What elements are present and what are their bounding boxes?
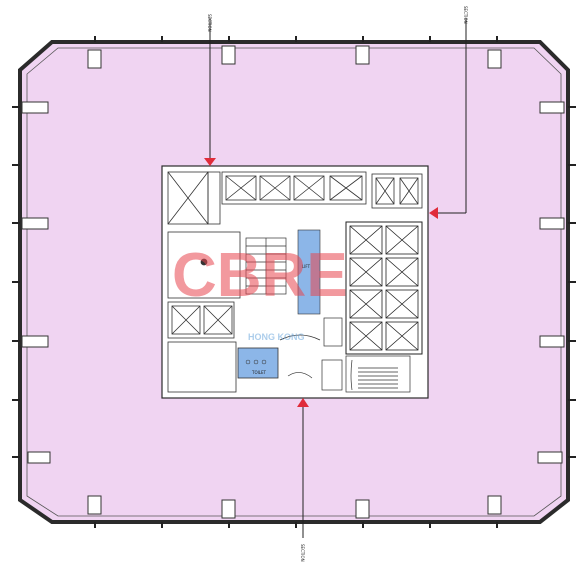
stair-east — [345, 355, 411, 393]
column — [537, 451, 563, 464]
column — [355, 45, 370, 65]
office-inner-outline — [26, 47, 562, 517]
section-arrow-south — [297, 398, 309, 407]
column — [21, 335, 49, 348]
column — [27, 451, 51, 464]
section-label-east: SECTION — [463, 6, 468, 24]
section-marker-east: SECTION — [429, 6, 468, 219]
watermark-subtext: HONG KONG — [248, 332, 305, 342]
section-marker-north: SECTION — [204, 14, 216, 166]
column — [355, 499, 370, 519]
section-label-north: SECTION — [207, 14, 212, 32]
lift-lobby — [279, 317, 343, 391]
perimeter-columns — [21, 45, 565, 519]
toilet-label: TOILET — [251, 370, 267, 375]
column — [21, 217, 49, 230]
column — [21, 101, 49, 114]
section-arrow-north — [204, 158, 216, 166]
section-label-south: SECTION — [300, 544, 305, 562]
building-core — [161, 165, 429, 399]
section-marker-south: SECTION — [297, 398, 309, 562]
watermark-text: CBRE — [172, 241, 348, 310]
column — [221, 499, 236, 519]
column — [87, 495, 102, 515]
stair-west — [245, 237, 287, 295]
column — [539, 335, 565, 348]
column — [539, 217, 565, 230]
lift-label: LIFT — [302, 264, 311, 269]
shaft-blue — [297, 229, 321, 315]
facade-mullions — [12, 36, 576, 528]
lift-bank-north — [221, 171, 367, 205]
column — [539, 101, 565, 114]
column — [221, 45, 236, 65]
lift-bank-east — [345, 221, 423, 355]
section-arrow-east — [429, 207, 438, 219]
watermark: CBRE HONG KONG — [172, 241, 348, 342]
core-shafts-ne — [371, 173, 423, 209]
column — [487, 495, 502, 515]
toilet-fixtures — [245, 359, 267, 365]
column — [87, 49, 102, 69]
column — [487, 49, 502, 69]
core-rooms-west — [167, 231, 241, 393]
core-service-room-nw — [167, 171, 221, 225]
